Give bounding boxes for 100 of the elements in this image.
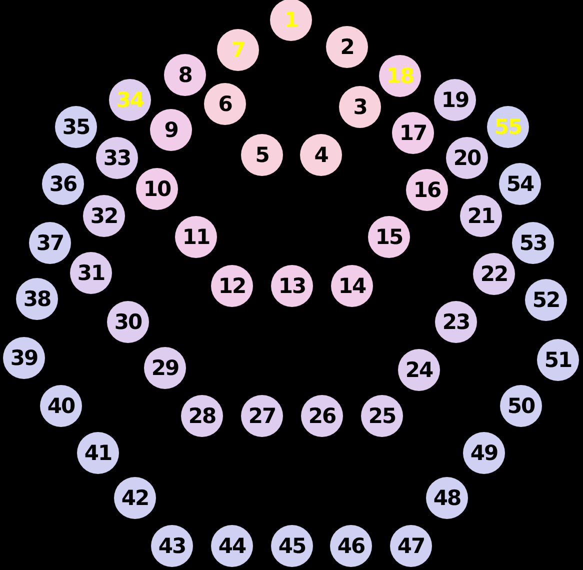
number-circle <box>460 195 502 237</box>
number-label: 25 <box>368 406 396 426</box>
number-label: 27 <box>248 406 276 426</box>
number-label: 42 <box>121 488 149 508</box>
number-circle <box>83 195 125 237</box>
number-label: 13 <box>278 276 306 296</box>
number-circle <box>164 54 206 96</box>
number-label: 44 <box>218 536 246 556</box>
number-label: 33 <box>103 148 131 168</box>
number-label: 3 <box>353 96 367 118</box>
number-circle <box>136 168 178 210</box>
number-circle <box>29 222 71 264</box>
number-circle <box>211 525 253 567</box>
number-circle <box>114 477 156 519</box>
number-label: 39 <box>10 348 38 368</box>
number-circle <box>271 525 313 567</box>
number-circle <box>499 163 541 205</box>
number-label: 38 <box>23 288 51 310</box>
number-circle <box>398 349 440 391</box>
number-circle <box>331 265 373 307</box>
number-label: 50 <box>507 396 535 416</box>
number-circle <box>211 265 253 307</box>
number-circle <box>3 337 45 379</box>
number-circle <box>107 301 149 343</box>
number-label: 16 <box>413 180 441 200</box>
number-circle <box>463 432 505 474</box>
number-label: 22 <box>480 264 508 284</box>
number-circle <box>109 79 151 121</box>
number-circle <box>487 106 529 148</box>
number-circle <box>77 432 119 474</box>
number-label: 9 <box>164 120 178 140</box>
number-circle <box>426 477 468 519</box>
number-label: 49 <box>470 442 498 464</box>
number-label: 52 <box>532 290 560 310</box>
number-circle <box>330 525 372 567</box>
number-label: 47 <box>397 536 425 556</box>
number-label: 10 <box>143 178 171 200</box>
number-label: 14 <box>338 276 366 296</box>
number-circle <box>204 83 246 125</box>
number-label: 31 <box>77 262 105 284</box>
number-circle <box>301 395 343 437</box>
number-circle <box>96 137 138 179</box>
number-label: 45 <box>278 536 306 556</box>
number-circle <box>390 525 432 567</box>
number-circle <box>271 265 313 307</box>
number-circle <box>175 216 217 258</box>
number-circle <box>144 347 186 389</box>
number-label: 46 <box>337 536 365 556</box>
number-label: 40 <box>47 396 75 416</box>
number-circle <box>434 79 476 121</box>
number-label: 53 <box>519 232 547 254</box>
number-label: 54 <box>506 174 534 194</box>
number-circle <box>512 222 554 264</box>
number-label: 23 <box>442 312 470 332</box>
number-circle <box>339 86 381 128</box>
number-circle <box>361 395 403 437</box>
number-label: 1 <box>284 10 298 30</box>
number-circle <box>326 26 368 68</box>
number-circle <box>70 252 112 294</box>
number-circle <box>435 301 477 343</box>
number-circle <box>379 55 421 97</box>
number-label: 15 <box>375 226 403 248</box>
number-label: 48 <box>433 488 461 508</box>
number-circle <box>150 109 192 151</box>
number-label: 6 <box>218 94 232 114</box>
number-circle <box>181 395 223 437</box>
number-circle <box>300 134 342 176</box>
number-circle <box>217 29 259 71</box>
number-label: 24 <box>405 360 433 380</box>
number-label: 28 <box>188 406 216 426</box>
number-circle <box>368 216 410 258</box>
number-label: 36 <box>49 174 77 194</box>
number-circle <box>270 0 312 41</box>
number-label: 26 <box>308 406 336 426</box>
number-circle <box>525 279 567 321</box>
number-label: 55 <box>494 116 522 138</box>
number-label: 5 <box>255 144 269 166</box>
number-label: 19 <box>441 90 469 110</box>
number-circle <box>392 112 434 154</box>
number-label: 30 <box>114 312 142 332</box>
number-label: 2 <box>340 36 354 58</box>
number-circle <box>406 169 448 211</box>
number-label: 41 <box>84 442 112 464</box>
number-circle <box>446 137 488 179</box>
number-label: 11 <box>182 226 210 248</box>
number-label: 12 <box>218 276 246 296</box>
number-label: 43 <box>158 536 186 556</box>
number-circle <box>55 106 97 148</box>
number-label: 51 <box>544 350 572 370</box>
number-label: 20 <box>453 148 481 168</box>
number-label: 34 <box>116 90 144 110</box>
number-label: 32 <box>90 206 118 226</box>
number-circle <box>473 253 515 295</box>
number-circle <box>241 395 283 437</box>
number-label: 8 <box>178 64 192 86</box>
number-circle <box>500 385 542 427</box>
number-label: 7 <box>231 40 245 60</box>
number-label: 37 <box>36 232 64 254</box>
number-label: 17 <box>399 122 427 144</box>
number-label: 4 <box>314 144 328 166</box>
